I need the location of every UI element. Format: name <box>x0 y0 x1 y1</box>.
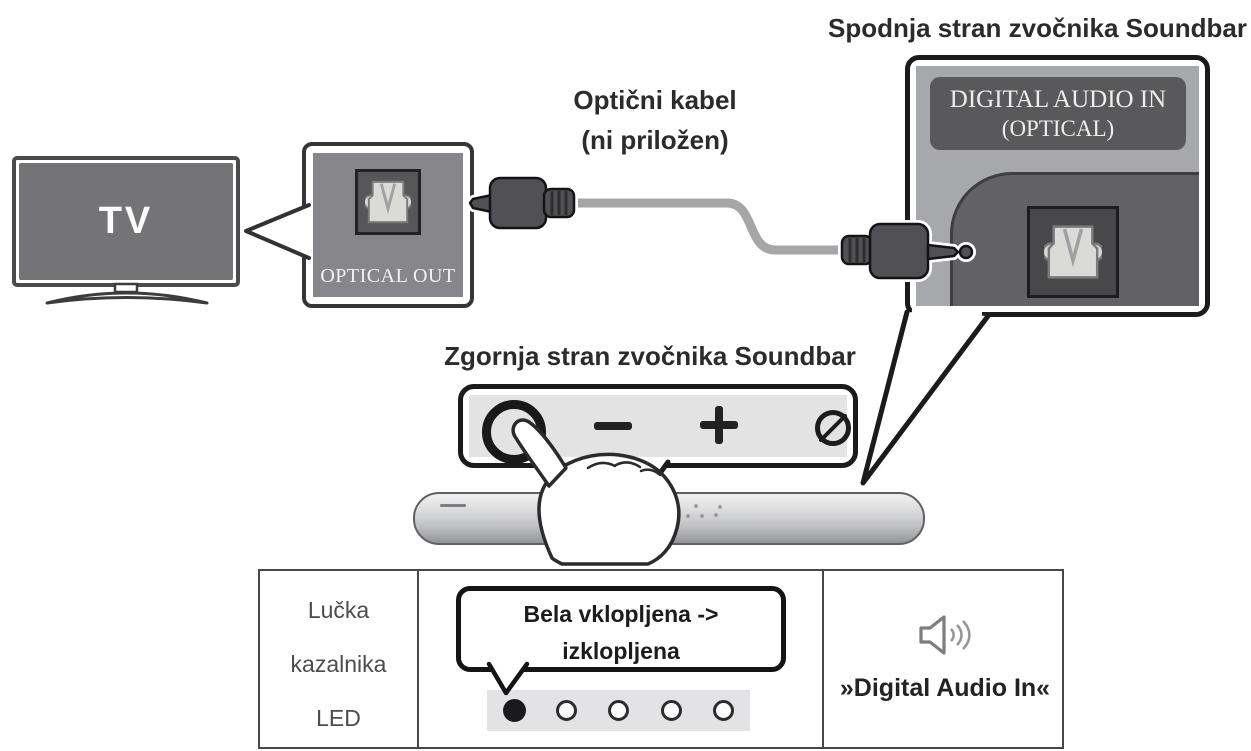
led-dot-4 <box>661 700 682 721</box>
row-label-line2: kazalnika <box>290 651 387 677</box>
soundbar-logo-dash <box>440 504 466 507</box>
digital-audio-in-label: DIGITAL AUDIO IN (OPTICAL) <box>930 77 1186 150</box>
digital-audio-in-source-label: »Digital Audio In« <box>839 674 1051 702</box>
optical-out-port-icon <box>355 169 421 235</box>
led-dot-3 <box>608 700 629 721</box>
multi-function-icon <box>815 410 851 446</box>
digital-audio-in-label-line2: (OPTICAL) <box>1001 115 1115 141</box>
speaker-icon <box>911 610 975 660</box>
tv-screen: TV <box>19 163 233 280</box>
power-button-icon <box>482 400 546 464</box>
digital-audio-in-panel: DIGITAL AUDIO IN (OPTICAL) <box>916 66 1199 306</box>
tv-illustration: TV <box>12 156 240 287</box>
tv-label: TV <box>98 200 154 242</box>
soundbar-illustration <box>413 492 925 545</box>
control-panel-callout <box>458 384 858 468</box>
led-dot-1 <box>503 699 526 722</box>
row-label-line3: LED <box>316 705 361 731</box>
led-status-bubble-line2: izklopljena <box>562 638 680 664</box>
top-side-title: Zgornja stran zvočnika Soundbar <box>444 341 856 371</box>
optical-cable <box>535 198 851 255</box>
row-label-line1: Lučka <box>307 597 370 623</box>
volume-down-icon <box>594 422 632 430</box>
led-dot-5 <box>713 700 734 721</box>
optical-out-callout: OPTICAL OUT <box>302 142 474 308</box>
led-indicator-strip <box>487 690 750 731</box>
digital-audio-in-callout-tail <box>860 309 991 486</box>
soundbar-underside <box>950 172 1199 306</box>
toslink-port-icon <box>365 180 411 224</box>
optical-cable-label-line1: Optični kabel <box>573 85 737 115</box>
optical-cable-label: Optični kabel (ni priložen) <box>470 80 840 160</box>
control-panel <box>469 395 851 464</box>
bottom-side-title: Spodnja stran zvočnika Soundbar <box>828 13 1247 43</box>
led-indicator-row-label: Lučka kazalnika LED <box>260 583 417 745</box>
table-divider <box>417 571 419 747</box>
led-status-bubble: Bela vklopljena -> izklopljena <box>456 586 786 672</box>
led-status-table: Lučka kazalnika LED Bela vklopljena -> i… <box>258 569 1064 749</box>
digital-audio-in-port-icon <box>1027 206 1119 298</box>
digital-audio-in-label-line1: DIGITAL AUDIO IN <box>949 85 1167 113</box>
toslink-plug-icon <box>466 174 578 232</box>
led-status-bubble-line1: Bela vklopljena -> <box>523 601 719 627</box>
led-dot-2 <box>556 700 577 721</box>
optical-out-label: OPTICAL OUT <box>320 265 456 287</box>
digital-audio-in-callout: DIGITAL AUDIO IN (OPTICAL) <box>905 55 1210 317</box>
toslink-port-icon <box>1044 225 1102 279</box>
optical-out-panel: OPTICAL OUT <box>313 153 463 297</box>
table-divider <box>822 571 824 747</box>
volume-up-icon <box>700 406 738 444</box>
optical-out-callout-tail <box>244 203 311 260</box>
optical-cable-label-line2: (ni priložen) <box>581 125 729 155</box>
